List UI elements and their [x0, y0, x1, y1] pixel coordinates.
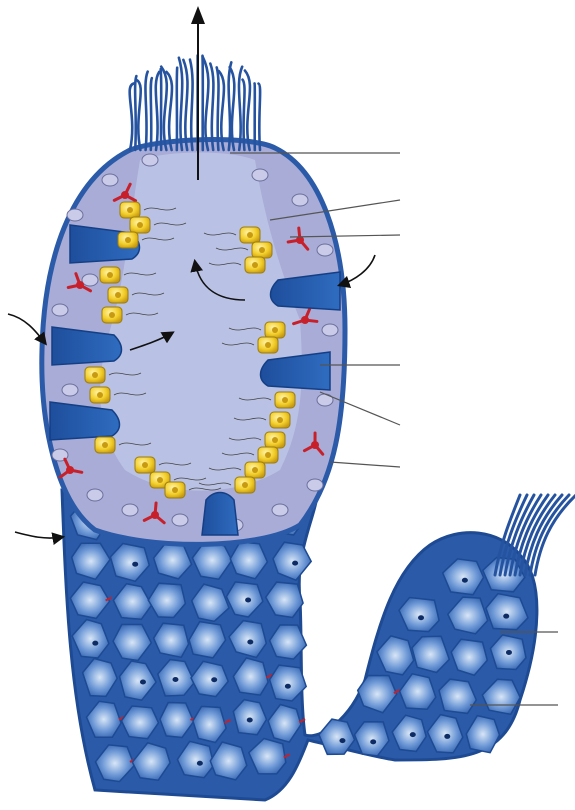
cell-nucleus: [339, 738, 345, 743]
mesohyl-cell: [307, 479, 323, 491]
flagellum: [145, 72, 147, 150]
cell-nucleus: [197, 761, 203, 766]
cell-nucleus: [444, 734, 450, 739]
porocyte-icon: [202, 493, 238, 536]
cell-nucleus: [506, 650, 512, 655]
cell-nucleus: [285, 684, 291, 689]
cell-nucleus: [245, 597, 251, 602]
mesohyl-cell: [142, 154, 158, 166]
cell-nucleus: [247, 717, 253, 722]
flagellum: [161, 69, 162, 150]
cell-nucleus: [172, 677, 178, 682]
flagellum: [130, 83, 135, 150]
flagellum: [135, 76, 136, 150]
flagellum: [190, 60, 193, 150]
flagellum: [156, 72, 159, 150]
mesohyl-cell: [172, 514, 188, 526]
flagellum: [259, 84, 261, 150]
flagellum: [179, 58, 182, 150]
flagellum: [243, 80, 245, 150]
flagellar-tuft-icon: [130, 55, 260, 150]
cell-nucleus: [211, 677, 217, 682]
choanocyte-chamber: [42, 140, 345, 545]
mesohyl-cell: [67, 209, 83, 221]
cell-nucleus: [92, 641, 98, 646]
flagellum: [229, 62, 232, 150]
flagellum: [183, 60, 187, 150]
cell-nucleus: [503, 614, 509, 619]
flagellum: [217, 67, 219, 150]
flagellum: [245, 71, 250, 150]
mesohyl-cell: [252, 169, 268, 181]
mesohyl-cell: [62, 384, 78, 396]
mesohyl-cell: [292, 194, 308, 206]
mesohyl-cell: [322, 324, 338, 336]
cell-nucleus: [247, 640, 253, 645]
leader-line: [330, 462, 400, 467]
cell-nucleus: [292, 561, 298, 566]
mesohyl-cell: [317, 244, 333, 256]
mesohyl-cell: [52, 304, 68, 316]
flagellum: [151, 78, 152, 150]
cell-nucleus: [370, 739, 376, 744]
bud-flagella: [495, 495, 575, 575]
cell-nucleus: [418, 615, 424, 620]
mesohyl-cell: [102, 174, 118, 186]
mesohyl-cell: [122, 504, 138, 516]
mesohyl-cell: [272, 504, 288, 516]
cell-nucleus: [462, 578, 468, 583]
mesohyl-cell: [82, 274, 98, 286]
cell-nucleus: [132, 562, 138, 567]
cell-nucleus: [140, 679, 146, 684]
mesohyl-cell: [87, 489, 103, 501]
cell-nucleus: [410, 732, 416, 737]
